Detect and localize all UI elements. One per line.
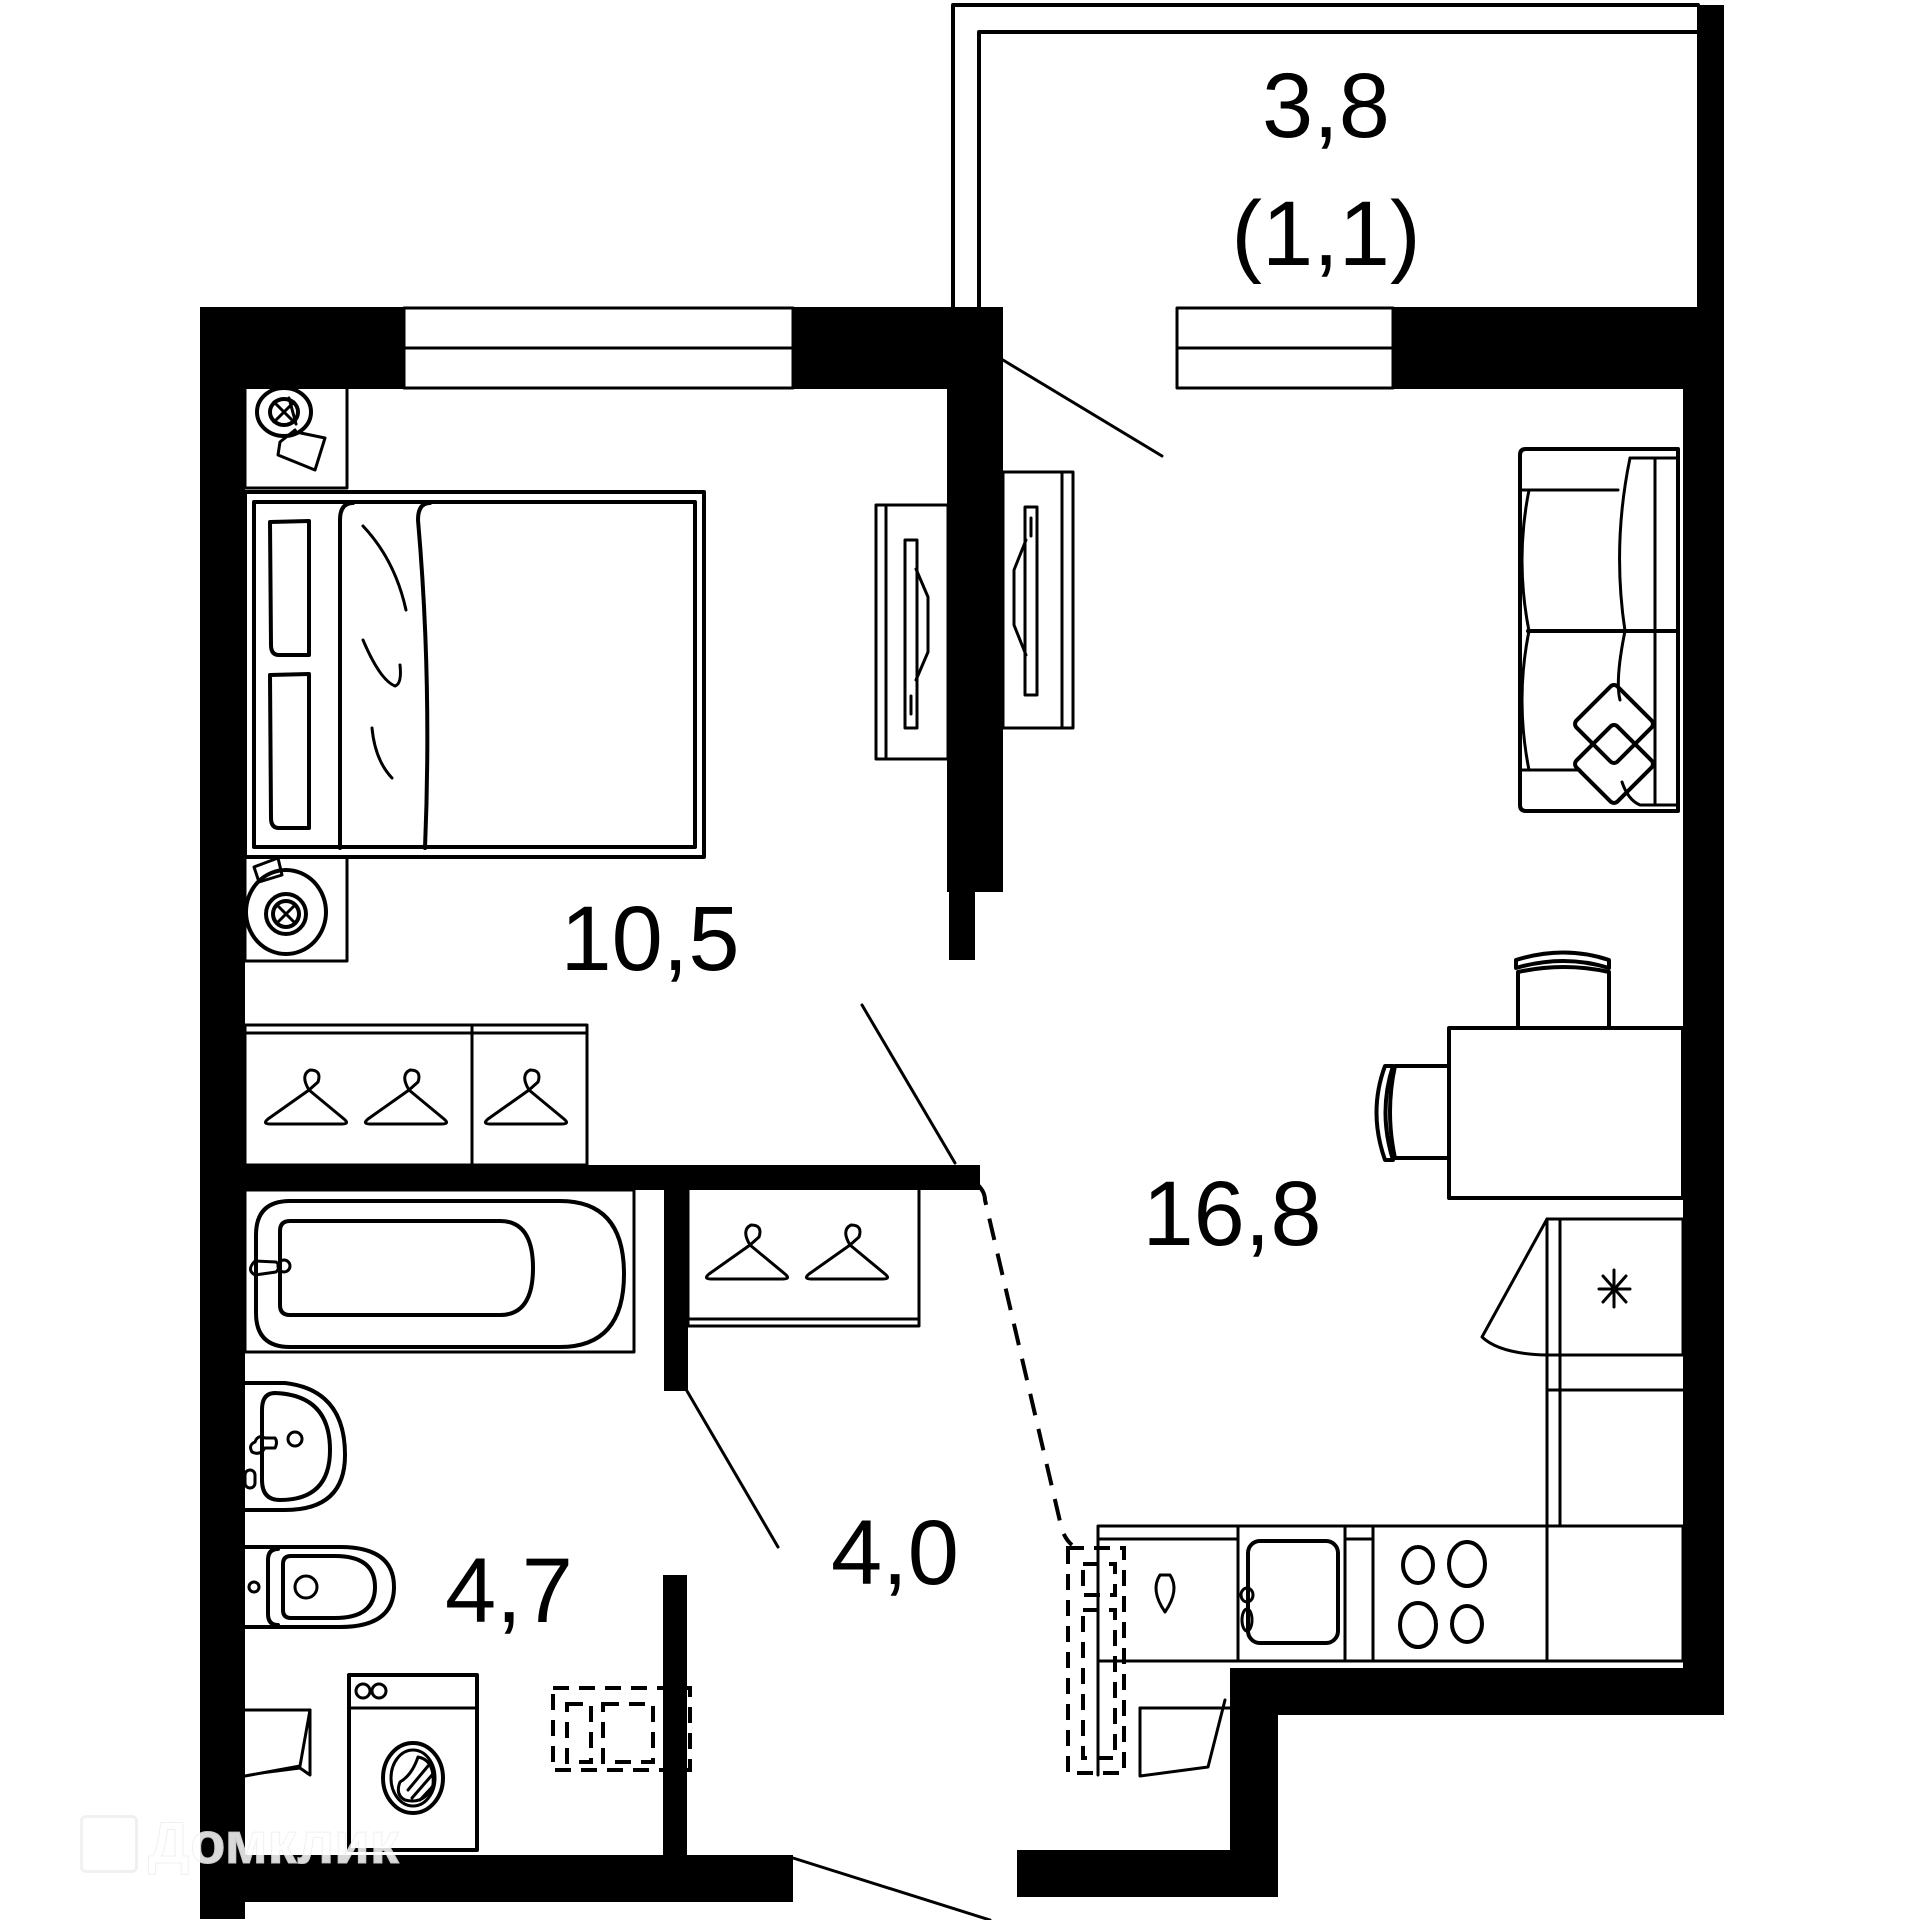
- nightstand-icon: [243, 855, 349, 963]
- tv-cabinet-icon: [1001, 470, 1075, 730]
- balcony-area-reduced: (1,1): [1231, 183, 1421, 285]
- window-living: [1175, 306, 1395, 390]
- cooktop-icon: [1398, 1540, 1487, 1649]
- sofa-icon: [1518, 447, 1680, 813]
- hanger-icon: [363, 1068, 449, 1126]
- walls: [200, 307, 1724, 1919]
- towel-dryer-placeholder: [551, 1686, 692, 1772]
- bathroom-area-label: 4,7: [445, 1540, 573, 1642]
- house-logo-icon: [80, 1814, 138, 1873]
- kitchen-sink-icon: [1239, 1539, 1340, 1645]
- hanger-icon: [263, 1068, 349, 1126]
- toilet-icon: [243, 1545, 396, 1629]
- tv-cabinet-icon: [874, 503, 950, 761]
- nightstand-icon: [243, 378, 349, 490]
- dishwasher-placeholder: [1066, 1546, 1232, 1778]
- double-bed-icon: [243, 490, 706, 859]
- hanger-icon: [704, 1223, 790, 1281]
- bedroom-area-label: 10,5: [560, 888, 740, 990]
- wardrobe-icon: [243, 1023, 589, 1167]
- window-bedroom: [402, 306, 795, 390]
- kitchen-counter: [1096, 1353, 1685, 1663]
- hanger-icon: [804, 1223, 890, 1281]
- watermark-text: Домклик: [148, 1811, 400, 1877]
- chair-icon: [1374, 1064, 1451, 1162]
- balcony-outline: [951, 3, 1724, 310]
- living-kitchen-area-label: 16,8: [1142, 1163, 1322, 1265]
- washbasin-icon: [243, 1381, 347, 1512]
- refrigerator-icon: [1480, 1217, 1685, 1527]
- hallway-area-label: 4,0: [831, 1502, 959, 1604]
- hanger-icon: [483, 1068, 569, 1126]
- balcony-area-label: 3,8 (1,1): [1231, 60, 1420, 280]
- watermark: Домклик: [80, 1810, 399, 1877]
- bathroom-cabinet: [243, 1708, 312, 1778]
- washing-machine-icon: [347, 1673, 479, 1852]
- chair-icon: [1514, 950, 1611, 1030]
- doors: [685, 358, 1164, 1920]
- wardrobe-icon: [686, 1184, 921, 1328]
- balcony-area: 3,8: [1262, 55, 1390, 157]
- bathtub-icon: [243, 1188, 636, 1354]
- dining-table-icon: [1447, 1026, 1685, 1200]
